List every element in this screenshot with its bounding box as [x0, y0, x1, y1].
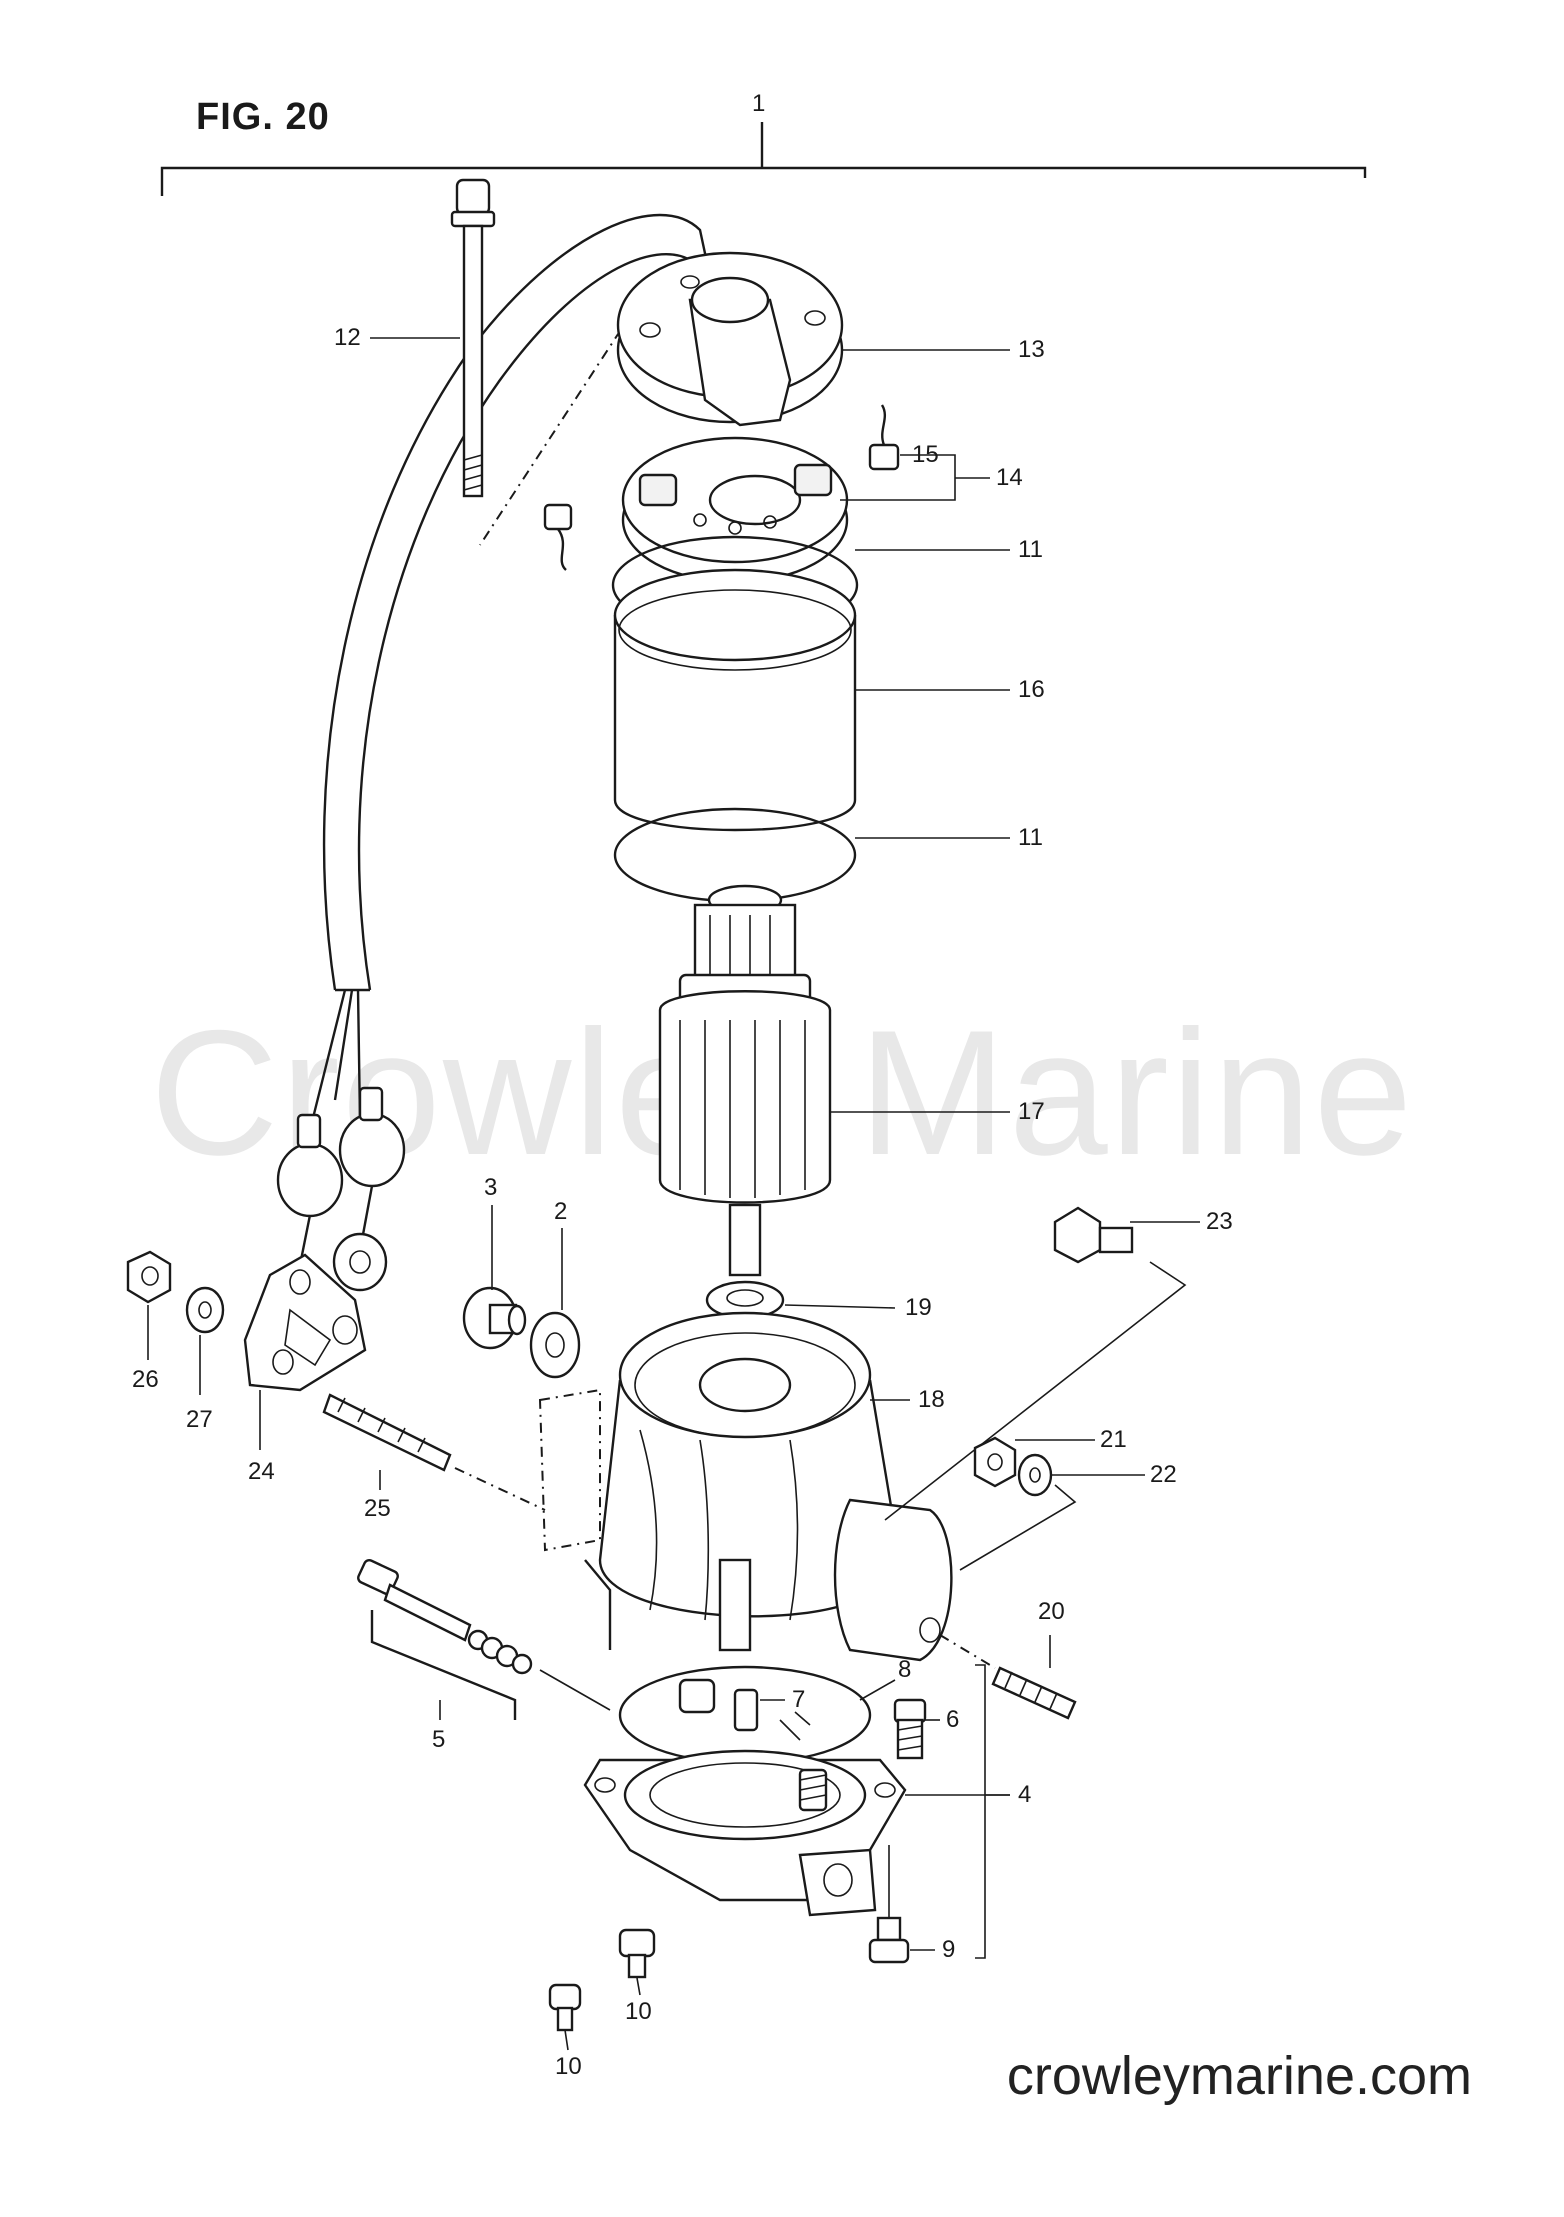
- callout-24: 24: [248, 1458, 275, 1485]
- callout-21: 21: [1100, 1426, 1127, 1453]
- leader-lines: [147, 337, 1200, 2051]
- figure-title: FIG. 20: [196, 96, 330, 138]
- screw-9: [868, 1845, 910, 1964]
- stud-20: [939, 1634, 1077, 1720]
- callout-10-right: 10: [625, 1998, 652, 2025]
- callout-20: 20: [1038, 1598, 1065, 1625]
- pump-base-4: [583, 1749, 907, 1917]
- callout-12: 12: [334, 324, 361, 351]
- nut-26: [126, 1250, 172, 1304]
- site-url: crowleymarine.com: [1006, 2046, 1472, 2106]
- callout-1: 1: [752, 90, 766, 117]
- callout-8: 8: [898, 1656, 912, 1683]
- valve-plate-7-8: [618, 1665, 872, 1765]
- callout-3: 3: [484, 1174, 498, 1201]
- armature-17: [658, 884, 832, 1277]
- bracket-assembly-1: [160, 122, 1367, 196]
- callout-18: 18: [918, 1386, 945, 1413]
- brush-holder-14: [543, 404, 900, 584]
- nut-21: [973, 1436, 1017, 1488]
- end-cap-13: [616, 251, 844, 427]
- callout-16: 16: [1018, 676, 1045, 703]
- callout-2: 2: [554, 1198, 568, 1225]
- callout-10-left: 10: [555, 2053, 582, 2080]
- callout-17: 17: [1018, 1098, 1045, 1125]
- plug-3: [462, 1286, 527, 1350]
- housing-18: [538, 1311, 953, 1662]
- callout-22: 22: [1150, 1461, 1177, 1488]
- callout-4: 4: [1018, 1781, 1032, 1808]
- callout-23: 23: [1206, 1208, 1233, 1235]
- screw-10-left: [548, 1983, 582, 2032]
- yoke-16: [613, 568, 857, 832]
- callout-5: 5: [432, 1726, 446, 1753]
- washer-27: [185, 1286, 225, 1334]
- screw-6: [893, 1698, 927, 1760]
- bracket-24: [243, 1253, 367, 1392]
- through-bolt-12: [450, 178, 661, 546]
- valve-assembly-5: [357, 1558, 611, 1720]
- stud-25: [322, 1393, 546, 1511]
- screw-10-right: [618, 1928, 656, 1979]
- callout-18-bearing: 19: [905, 1294, 932, 1321]
- callout-11-bottom: 11: [1018, 824, 1043, 851]
- callout-11-top: 11: [1018, 536, 1043, 563]
- callout-15: 15: [912, 441, 939, 468]
- callout-7: 7: [792, 1686, 806, 1713]
- callout-13: 13: [1018, 336, 1045, 363]
- callout-6: 6: [946, 1706, 960, 1733]
- callout-9: 9: [942, 1936, 956, 1963]
- callout-27: 27: [186, 1406, 213, 1433]
- callout-25: 25: [364, 1495, 391, 1522]
- washer-2: [529, 1311, 581, 1379]
- callout-14: 14: [996, 464, 1023, 491]
- callout-26: 26: [132, 1366, 159, 1393]
